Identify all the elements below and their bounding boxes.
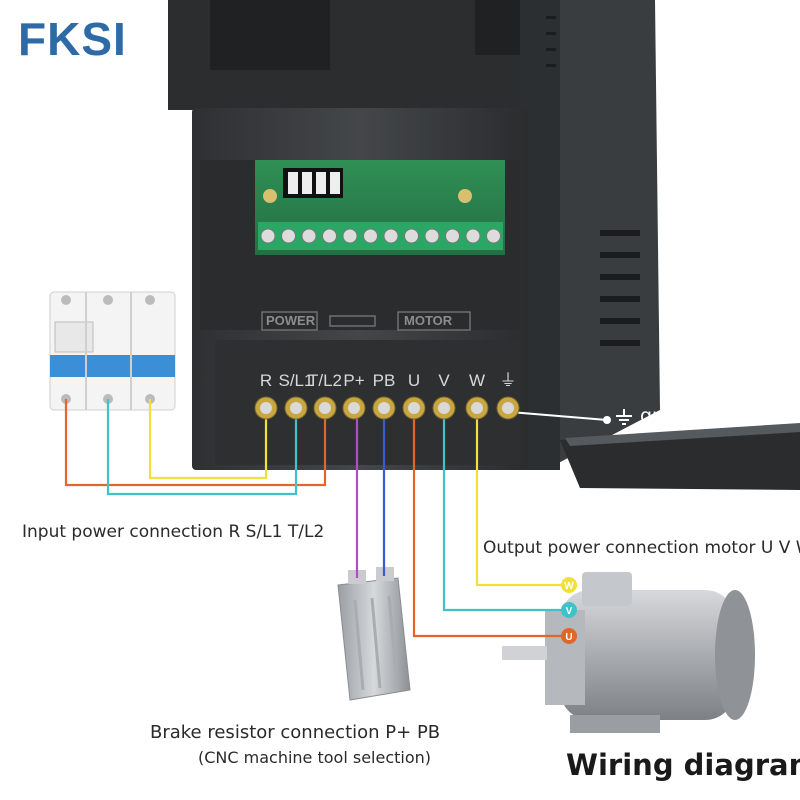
brand-logo: FKSI: [18, 13, 127, 65]
motor: [502, 572, 755, 733]
control-screw: [486, 228, 501, 244]
control-screw: [322, 228, 337, 244]
inverter-panel-labels: [261, 311, 471, 331]
motor-terminal-label: U: [565, 632, 572, 643]
panel-label-motor: MOTOR: [404, 313, 453, 328]
terminal-label: S/L1: [279, 371, 314, 390]
brake-resistor-label: Brake resistor connection P+ PB: [150, 722, 441, 743]
motor-terminal-label: V: [566, 606, 573, 617]
terminal-label: ⏚: [500, 371, 517, 390]
terminal-label: W: [469, 371, 485, 390]
terminal-label: P+: [343, 371, 364, 390]
control-screw: [424, 228, 440, 244]
terminal-label: V: [438, 371, 450, 390]
wire: [148, 399, 268, 480]
ground-icon: [616, 409, 632, 425]
motor-terminal-badge: [561, 602, 577, 618]
motor-terminal-label: W: [564, 581, 574, 592]
input-power-label: Input power connection R S/L1 T/L2: [22, 522, 325, 542]
wires: [64, 399, 568, 638]
terminal-screw-head: [378, 402, 390, 414]
terminal-screw-head: [438, 402, 450, 414]
terminal-screw-head: [348, 402, 360, 414]
diagram-title: Wiring diagram: [566, 748, 800, 782]
ground-wire-leader: [509, 411, 611, 424]
wire: [412, 408, 568, 638]
control-screw: [281, 228, 296, 244]
ground-wire-label: ground wire: [640, 405, 754, 427]
control-board: [255, 160, 505, 255]
terminal-screw-head: [319, 402, 331, 414]
control-screw: [363, 228, 378, 244]
motor-terminal-badges: W V U: [561, 577, 577, 644]
motor-terminal-badge: [561, 628, 577, 644]
terminal-screw-head: [408, 402, 420, 414]
side-vents: [546, 16, 640, 346]
wire: [106, 399, 298, 496]
wire: [475, 408, 568, 587]
control-screw: [445, 228, 460, 244]
power-terminal-block: [254, 396, 520, 420]
control-screw: [404, 228, 419, 244]
terminal-label: PB: [373, 371, 396, 390]
terminal-screw-head: [502, 402, 514, 414]
circuit-breaker: [49, 291, 176, 411]
terminal-label: T/L2: [308, 371, 342, 390]
control-terminal-screws: [260, 228, 501, 244]
control-screw: [260, 228, 276, 244]
terminal-screw-head: [260, 402, 272, 414]
wire: [64, 399, 327, 487]
control-screw: [342, 228, 358, 244]
cnc-note-label: (CNC machine tool selection): [198, 748, 432, 767]
control-screw: [465, 228, 481, 244]
panel-label-power: POWER: [266, 313, 316, 328]
terminal-screw-head: [471, 402, 483, 414]
output-power-label: Output power connection motor U V W: [483, 538, 800, 558]
motor-terminal-badge: [561, 577, 577, 593]
control-screw: [383, 228, 399, 244]
terminal-label: R: [260, 371, 272, 390]
terminal-screw-head: [290, 402, 302, 414]
brake-resistor: [337, 567, 411, 701]
control-screw: [301, 228, 317, 244]
terminal-label: U: [408, 371, 420, 390]
wire: [442, 408, 568, 612]
